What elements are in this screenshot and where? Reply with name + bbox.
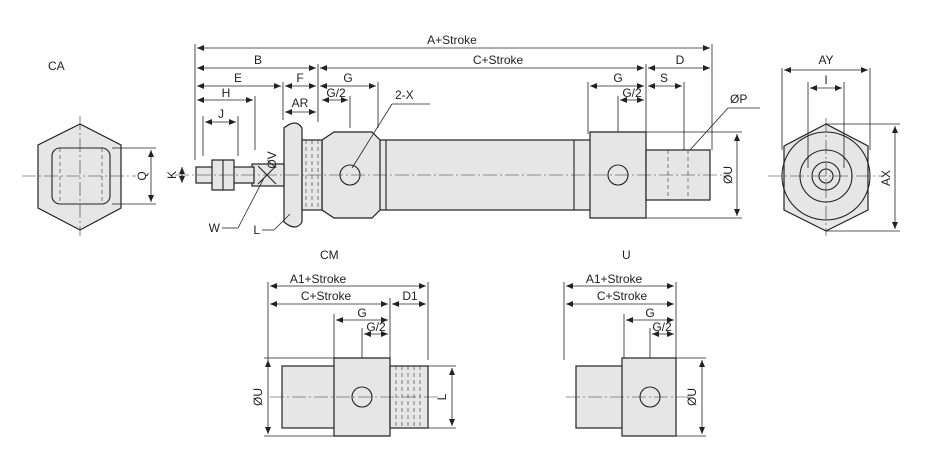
dim-a1-stroke-cm: A1+Stroke: [290, 272, 347, 286]
view-label-cm: CM: [320, 248, 339, 262]
dim-g2-left: G/2: [326, 86, 346, 100]
dim-g-cm: G: [357, 306, 366, 320]
dim-l-nut: L: [253, 223, 260, 237]
dim-f: F: [296, 71, 303, 85]
dim-i: I: [824, 73, 827, 87]
dim-2x: 2-X: [395, 88, 414, 102]
dim-j: J: [218, 107, 224, 121]
view-label-ay: AY: [818, 53, 833, 67]
dim-q: Q: [135, 171, 149, 180]
dim-a1-stroke-u: A1+Stroke: [586, 272, 643, 286]
view-label-ca: CA: [48, 59, 65, 73]
dim-g2-right: G/2: [622, 86, 642, 100]
end-view-ay: AY I AX: [768, 53, 900, 236]
view-cm: CM A1+Stroke C+Stroke D1 G G/2 ØU: [251, 248, 456, 437]
dim-g-u: G: [645, 306, 654, 320]
dim-v: ØV: [265, 151, 279, 168]
dim-c-stroke: C+Stroke: [473, 53, 524, 67]
dim-g2-u: G/2: [652, 320, 672, 334]
dim-e: E: [234, 71, 242, 85]
dim-w: W: [209, 221, 221, 235]
dim-s: S: [660, 71, 668, 85]
end-view-ca: Q CA: [22, 59, 156, 236]
dim-a-stroke: A+Stroke: [427, 33, 477, 47]
view-u: U A1+Stroke C+Stroke G G/2 ØU: [563, 248, 706, 437]
dim-c-stroke-cm: C+Stroke: [301, 289, 352, 303]
dim-g-right: G: [613, 71, 622, 85]
dim-u-cm: ØU: [251, 388, 265, 406]
dim-k: K: [165, 171, 179, 179]
view-label-u: U: [622, 248, 631, 262]
dim-g-left: G: [343, 71, 352, 85]
dim-u-main: ØU: [721, 166, 735, 184]
dim-h: H: [222, 86, 231, 100]
dim-g2-cm: G/2: [366, 320, 386, 334]
dim-l-port: L: [435, 393, 449, 400]
dim-ar: AR: [292, 96, 309, 110]
dim-d1: D1: [402, 289, 418, 303]
dim-u-u: ØU: [685, 388, 699, 406]
main-side-view: A+Stroke B C+Stroke D E F G G S H AR G/2…: [165, 33, 760, 237]
dim-d: D: [676, 53, 685, 67]
dim-b: B: [254, 53, 262, 67]
dim-ax: AX: [879, 170, 893, 186]
dim-p: ØP: [730, 92, 747, 106]
hex-nut-ca: [37, 123, 122, 231]
dim-c-stroke-u: C+Stroke: [597, 289, 648, 303]
